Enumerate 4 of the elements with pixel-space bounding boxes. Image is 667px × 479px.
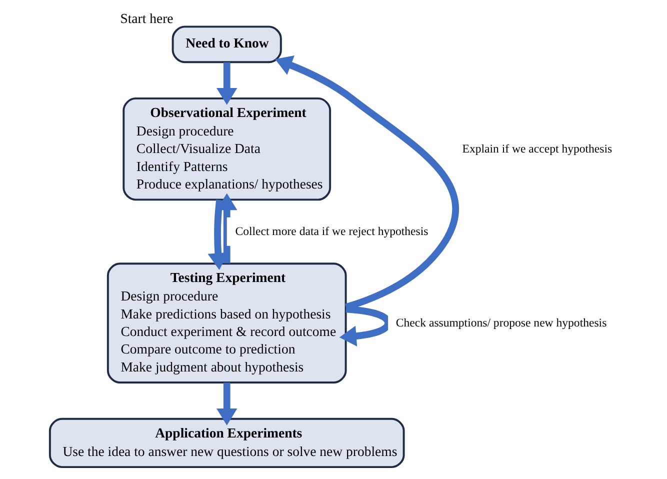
- edge-label: Collect more data if we reject hypothesis: [234, 224, 428, 238]
- edge-label: Check assumptions/ propose new hypothesis: [395, 316, 606, 330]
- edge-label: Explain if we accept hypothesis: [462, 142, 612, 156]
- node-label: Start here: [120, 10, 173, 26]
